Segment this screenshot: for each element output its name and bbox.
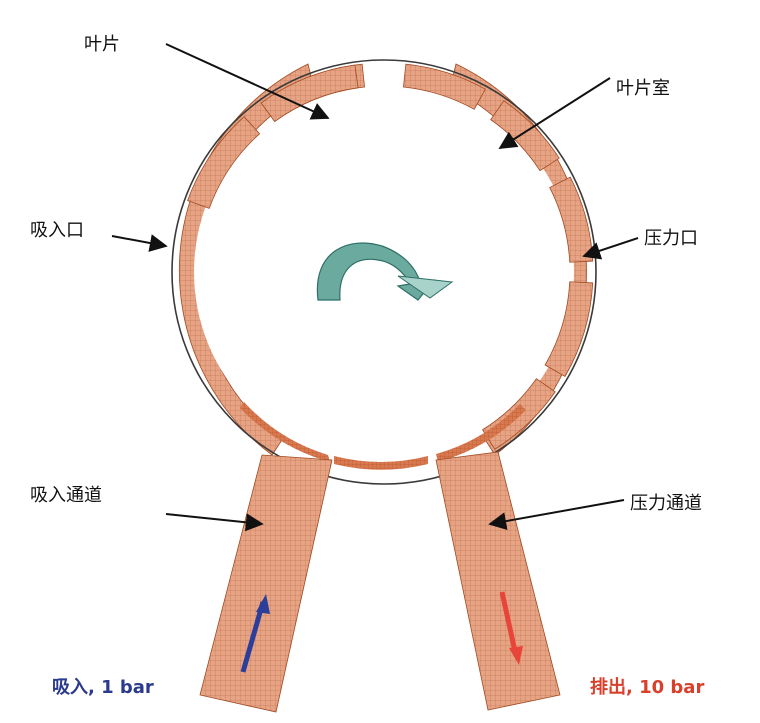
inlet-flow-arrow [240, 601, 266, 673]
label-vane: 叶片 [84, 34, 120, 55]
inlet-flow-label: 吸入, 1 bar [52, 679, 154, 697]
outlet-flow-arrow [499, 591, 519, 657]
rotor-ring-line [171, 59, 597, 485]
outlet-flow-label: 排出, 10 bar [590, 679, 704, 697]
inlet-flow-arrowhead [256, 594, 270, 614]
seal-band-center [334, 456, 428, 470]
rotor-hub [199, 87, 569, 457]
leader-vane [165, 43, 330, 120]
label-pressure-port: 压力口 [644, 228, 698, 249]
leader-suction-channel [165, 513, 264, 532]
vane-cell-3 [490, 100, 560, 172]
label-suction-port: 吸入口 [30, 220, 84, 241]
outlet-flow-value: , 10 bar [626, 677, 705, 698]
inlet-flow-word: 吸入 [52, 677, 88, 698]
label-suction-channel: 吸入通道 [30, 485, 102, 506]
leader-pressure-channel [488, 499, 625, 531]
vane-cell-7 [187, 116, 261, 209]
seal-band-right [436, 404, 526, 462]
suction-channel-shape [199, 454, 333, 713]
vane-cell-4 [549, 176, 594, 263]
label-pressure-channel: 压力通道 [630, 493, 702, 514]
vane-cell-5 [544, 281, 594, 378]
inlet-flow-value: , 1 bar [88, 677, 154, 698]
leader-pressure-port [582, 237, 639, 260]
leader-vane-chamber [498, 77, 611, 149]
outlet-flow-word: 排出 [590, 677, 626, 698]
label-vane-chamber: 叶片室 [616, 78, 670, 99]
vane-cell-2 [403, 63, 486, 110]
seal-band-left [240, 402, 330, 462]
pressure-channel-shape [435, 451, 561, 711]
vane-cell-8 [260, 64, 359, 123]
outlet-flow-arrowhead [509, 646, 523, 665]
leader-suction-port [111, 234, 168, 252]
rotation-arrow-tip [397, 275, 454, 299]
